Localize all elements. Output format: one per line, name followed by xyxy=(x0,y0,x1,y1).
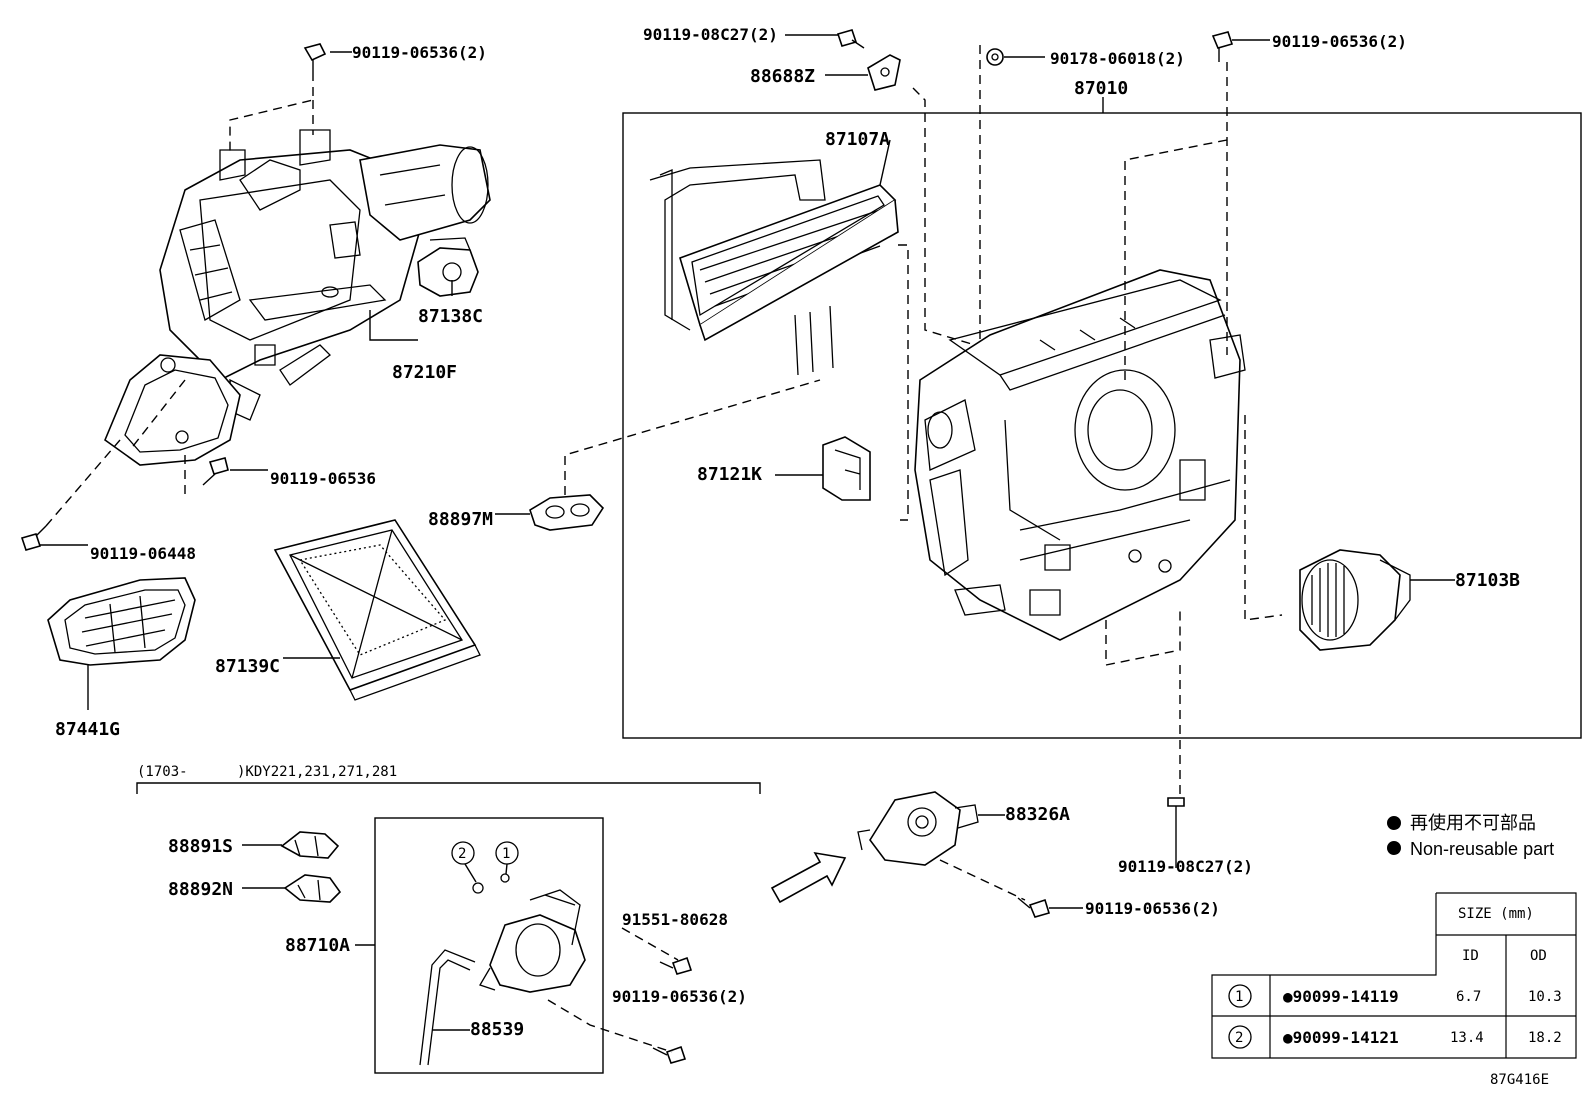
actuator-88326A[interactable] xyxy=(857,791,1005,866)
row2-ref: 2 xyxy=(1235,1030,1243,1046)
non-reusable-dot-icon xyxy=(1387,816,1401,830)
size-col-id: ID xyxy=(1462,948,1479,964)
row2-od: 18.2 xyxy=(1528,1030,1562,1046)
clip-88891S[interactable] xyxy=(242,831,340,859)
label-90119-06536-2: 90119-06536(2) xyxy=(352,43,487,62)
screw-icon xyxy=(652,1045,687,1064)
row1-part: ●90099-14119 xyxy=(1283,987,1399,1006)
screw-icon xyxy=(785,29,865,49)
label-90178-06018-2: 90178-06018(2) xyxy=(1050,49,1185,68)
grille-87441G[interactable] xyxy=(47,577,196,710)
row1-id: 6.7 xyxy=(1456,989,1481,1005)
label-87121K: 87121K xyxy=(697,464,762,485)
label-87010: 87010 xyxy=(1074,78,1128,99)
size-table: SIZE (mm) ID OD 1 ●90099-14119 6.7 10.3 … xyxy=(1211,892,1577,1059)
row1-ref: 1 xyxy=(1235,989,1243,1005)
label-90119-08C27-2-bottom: 90119-08C27(2) xyxy=(1118,857,1253,876)
clip-87121K[interactable] xyxy=(775,436,871,501)
size-col-od: OD xyxy=(1530,948,1547,964)
label-90119-06536: 90119-06536 xyxy=(270,469,376,488)
screw-icon xyxy=(202,457,229,486)
grommet-88897M[interactable] xyxy=(495,379,821,531)
label-88897M: 88897M xyxy=(428,509,493,530)
screw-icon xyxy=(1211,31,1270,62)
drawing-id: 87G416E xyxy=(1490,1072,1549,1088)
label-90119-06536-2-bottom: 90119-06536(2) xyxy=(1085,899,1220,918)
evaporator-87107A[interactable] xyxy=(649,139,909,521)
intake-duct[interactable] xyxy=(104,354,241,466)
label-90119-06536-2-sub: 90119-06536(2) xyxy=(612,987,747,1006)
intake-housing-87210F[interactable] xyxy=(159,129,491,421)
applicability-models: )KDY221,231,271,281 xyxy=(237,764,397,780)
legend-jp: 再使用不可部品 xyxy=(1410,813,1536,833)
row2-id: 13.4 xyxy=(1450,1030,1484,1046)
clip-88892N[interactable] xyxy=(242,874,342,903)
non-reusable-dot-icon xyxy=(1387,841,1401,855)
label-91551-80628: 91551-80628 xyxy=(622,910,728,929)
label-87107A: 87107A xyxy=(825,129,890,150)
actuator-88710A[interactable] xyxy=(479,889,586,993)
blower-motor-87103B[interactable] xyxy=(1299,549,1455,651)
applicability-date: (1703- xyxy=(137,764,188,780)
label-88891S: 88891S xyxy=(168,836,233,857)
label-87210F: 87210F xyxy=(392,362,457,383)
o-ring-2 xyxy=(472,882,484,894)
screw-icon xyxy=(1017,897,1083,918)
label-90119-06448: 90119-06448 xyxy=(90,544,196,563)
filter-87139C[interactable] xyxy=(273,519,481,701)
label-87103B: 87103B xyxy=(1455,570,1520,591)
screw-icon xyxy=(1167,797,1185,868)
hose-88539[interactable] xyxy=(419,949,476,1066)
legend-en: Non-reusable part xyxy=(1410,839,1554,859)
assembly-box-87010 xyxy=(622,112,1582,739)
row2-part: ●90099-14121 xyxy=(1283,1028,1399,1047)
bracket-88688Z[interactable] xyxy=(825,54,901,91)
screw-icon xyxy=(20,525,47,551)
legend: 再使用不可部品 Non-reusable part xyxy=(1387,813,1554,859)
label-88326A: 88326A xyxy=(1005,804,1070,825)
direction-arrow xyxy=(770,851,847,904)
nut-icon xyxy=(986,48,1045,66)
label-88892N: 88892N xyxy=(168,879,233,900)
label-87441G: 87441G xyxy=(55,719,120,740)
label-88688Z: 88688Z xyxy=(750,66,815,87)
callout-2: 2 xyxy=(451,841,477,883)
label-88710A: 88710A xyxy=(285,935,350,956)
screw-icon xyxy=(303,43,327,72)
servo-motor-87138C[interactable] xyxy=(417,237,479,297)
label-87139C: 87139C xyxy=(215,656,280,677)
label-90119-06536-2-right: 90119-06536(2) xyxy=(1272,32,1407,51)
row1-od: 10.3 xyxy=(1528,989,1562,1005)
svg-text:1: 1 xyxy=(502,846,510,862)
label-88539: 88539 xyxy=(470,1019,524,1040)
hvac-unit-87010[interactable] xyxy=(914,269,1246,641)
label-90119-08C27-2-top: 90119-08C27(2) xyxy=(643,25,778,44)
label-87138C: 87138C xyxy=(418,306,483,327)
size-header: SIZE (mm) xyxy=(1458,906,1534,922)
callout-1: 1 xyxy=(495,841,519,875)
screw-icon xyxy=(659,956,693,975)
svg-text:2: 2 xyxy=(458,846,466,862)
o-ring-1 xyxy=(500,873,510,883)
